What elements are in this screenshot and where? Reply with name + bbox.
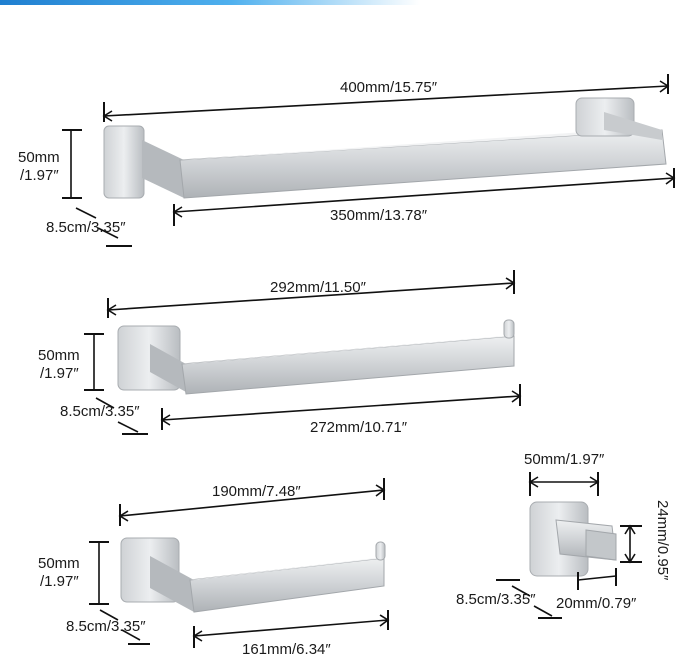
bar-length-label-2: 272mm/10.71″ <box>310 419 408 436</box>
overall-length-label-1: 400mm/15.75″ <box>340 79 438 96</box>
overall-length-line-2 <box>107 282 515 311</box>
hook-projection-line <box>511 585 531 597</box>
paper-holder-end-cap <box>375 541 386 561</box>
bar-length-label-1: 350mm/13.78″ <box>330 207 428 224</box>
towel-bar-figure <box>103 97 667 199</box>
projection-line-1 <box>75 207 97 219</box>
plate-height-in-label-1: /1.97″ <box>20 167 59 184</box>
towel-ring-figure <box>117 319 515 395</box>
projection-line-3 <box>99 609 119 621</box>
towel-ring-post <box>150 344 186 392</box>
plate-height-mm-label-3: 50mm <box>38 555 80 572</box>
projection-line-2 <box>95 397 115 409</box>
overall-length-label-2: 292mm/11.50″ <box>270 279 367 296</box>
paper-holder-post <box>150 556 194 612</box>
plate-height-in-label-3: /1.97″ <box>40 573 79 590</box>
paper-holder-rail <box>189 557 385 613</box>
towel-ring-rail-top <box>182 336 514 364</box>
towel-bar-rail-top <box>180 130 662 160</box>
towel-bar-rail <box>179 129 667 199</box>
hook-plate-width-label: 50mm/1.97″ <box>524 451 605 468</box>
robe-hook-tip <box>585 529 617 561</box>
bar-length-line-3 <box>193 619 389 637</box>
hook-width-line <box>577 575 617 581</box>
towel-bar-left-post <box>142 140 184 198</box>
plate-height-mm-label-2: 50mm <box>38 347 80 364</box>
bar-length-label-3: 161mm/6.34″ <box>242 641 331 657</box>
bar-length-line-2 <box>161 395 521 421</box>
projection-label-2: 8.5cm/3.35″ <box>60 403 140 420</box>
paper-holder-rail-top <box>190 558 384 580</box>
towel-bar-right-post <box>604 112 662 140</box>
hook-projection-label: 8.5cm/3.35″ <box>456 591 536 608</box>
plate-height-mm-label-1: 50mm <box>18 149 60 166</box>
overall-length-label-3: 190mm/7.48″ <box>212 483 301 500</box>
projection-label-3: 8.5cm/3.35″ <box>66 618 146 635</box>
overall-length-line-1 <box>103 85 669 117</box>
bar-length-line-1 <box>173 177 675 213</box>
plate-height-in-label-2: /1.97″ <box>40 365 79 382</box>
towel-ring-end-cap <box>503 319 515 339</box>
top-accent-band <box>0 0 420 5</box>
paper-holder-figure <box>120 537 386 613</box>
projection-label-1: 8.5cm/3.35″ <box>46 219 126 236</box>
robe-hook-figure <box>529 501 617 577</box>
hook-height-label: 24mm/0.95″ <box>654 500 671 581</box>
towel-ring-rail <box>181 335 515 395</box>
towel-bar-left-plate <box>103 125 145 199</box>
overall-length-line-3 <box>119 489 385 517</box>
hook-width-label: 20mm/0.79″ <box>556 595 637 612</box>
